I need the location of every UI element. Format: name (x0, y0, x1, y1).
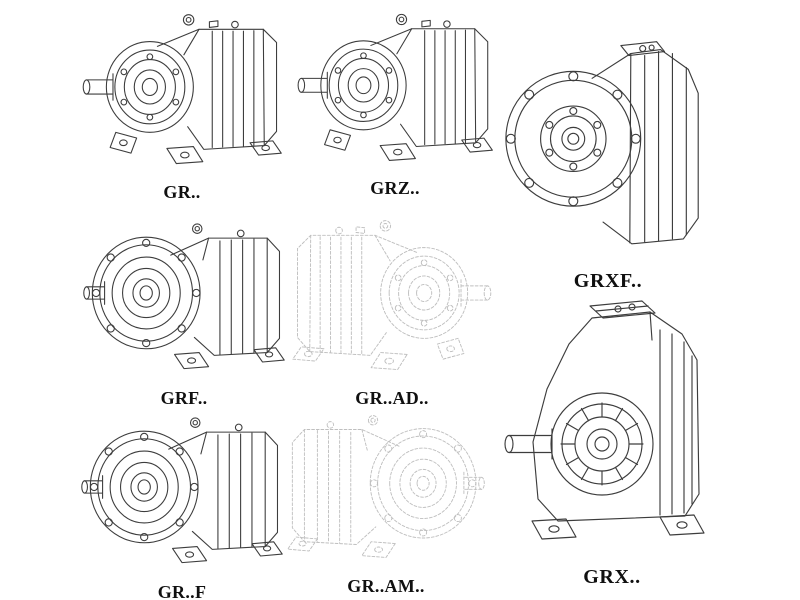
gearbox-label-gr-ad: GR..AD.. (355, 387, 429, 408)
figure-gr-f: GR..F (78, 400, 286, 600)
figure-gr-ad: GR..AD.. (288, 206, 496, 409)
figure-grz: GRZ.. (293, 0, 497, 199)
gearbox-label-gr: GR.. (163, 181, 201, 202)
gearbox-drawing-grf (80, 206, 288, 386)
gearbox-label-gr-f: GR..F (157, 581, 207, 600)
gearbox-drawing-gr-f (78, 400, 286, 580)
gearbox-drawing-grx (492, 294, 732, 564)
gearbox-label-grz: GRZ.. (370, 178, 420, 199)
gearbox-label-grf: GRF.. (160, 387, 208, 408)
gearbox-drawing-gr-am (284, 398, 488, 574)
gearbox-label-grx: GRX.. (583, 566, 641, 588)
gearbox-drawing-grz (293, 0, 497, 176)
figure-gr: GR.. (78, 0, 286, 203)
figure-grf: GRF.. (80, 206, 288, 409)
gearbox-label-grxf: GRXF.. (573, 269, 643, 292)
gearbox-drawing-gr (78, 0, 286, 180)
gearbox-label-gr-am: GR..AM.. (347, 576, 425, 597)
figure-gr-am: GR..AM.. (284, 398, 488, 597)
figure-grxf: GRXF.. (494, 0, 722, 293)
gearbox-drawing-grxf (494, 0, 722, 268)
figure-grx: GRX.. (492, 294, 732, 589)
gearbox-drawing-gr-ad (288, 206, 496, 386)
